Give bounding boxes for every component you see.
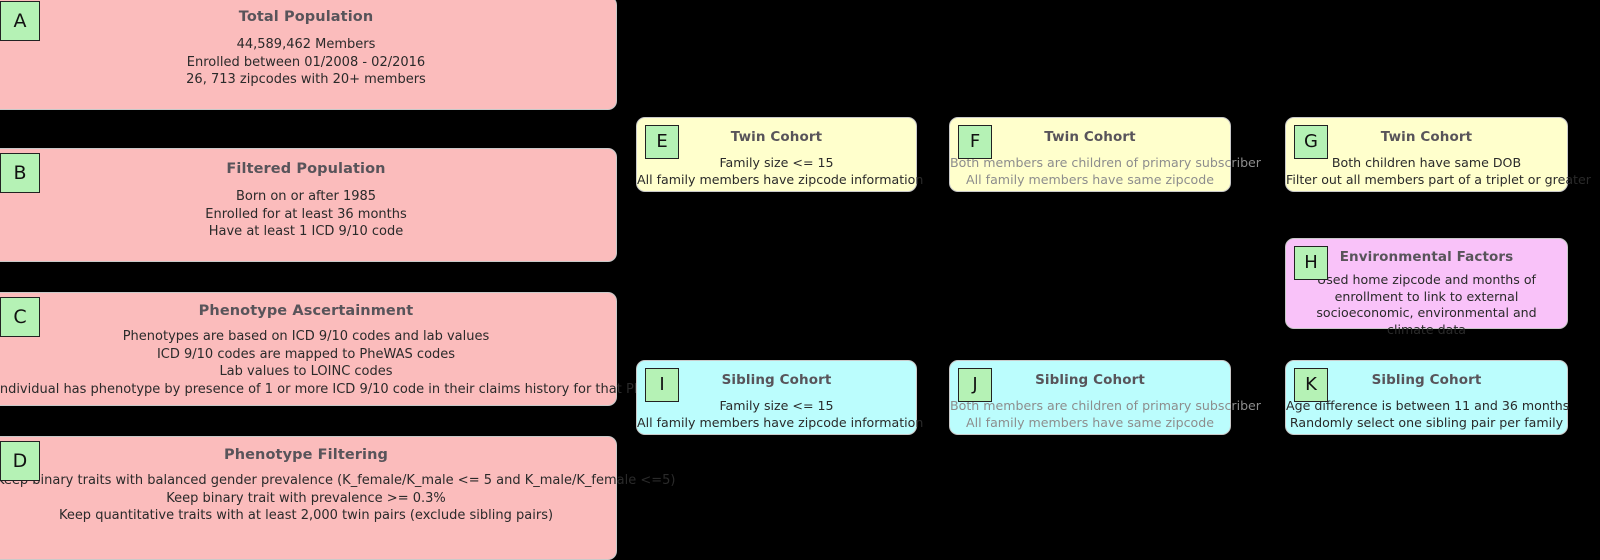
- panel-badge-k: K: [1294, 368, 1328, 402]
- panel-badge-j: J: [958, 368, 992, 402]
- panel-e-twin-cohort: E Twin Cohort Family size <= 15 All fami…: [636, 117, 924, 192]
- panel-a-line-3: 26, 713 zipcodes with 20+ members: [186, 72, 426, 87]
- panel-title-b: Filtered Population: [226, 161, 386, 177]
- panel-g-twin-cohort: G Twin Cohort Both children have same DO…: [1285, 117, 1591, 192]
- panel-body-j: Both members are children of primary sub…: [950, 398, 1261, 431]
- panel-c-line-2: ICD 9/10 codes are mapped to PheWAS code…: [156, 346, 456, 362]
- panel-title-j: Sibling Cohort: [1035, 372, 1145, 388]
- panel-k-sibling-cohort: K Sibling Cohort Age difference is betwe…: [1285, 360, 1570, 435]
- panel-e-line-1: Family size <= 15: [719, 155, 834, 170]
- panel-body-b: Born on or after 1985 Enrolled for at le…: [0, 188, 616, 241]
- panel-b-line-3: Have at least 1 ICD 9/10 code: [208, 224, 404, 239]
- panel-d-phenotype-filtering: D Phenotype Filtering Keep binary traits…: [0, 436, 676, 560]
- panel-body-e: Family size <= 15 All family members hav…: [637, 155, 924, 188]
- panel-f-line-2: All family members have same zipcode: [966, 171, 1214, 187]
- panel-c-line-4: Individual has phenotype by presence of …: [0, 381, 715, 397]
- panel-badge-h: H: [1294, 246, 1328, 280]
- panel-k-line-1: Age difference is between 11 and 36 mont…: [1286, 398, 1570, 413]
- panel-body-c: Phenotypes are based on ICD 9/10 codes a…: [0, 328, 715, 398]
- panel-i-line-1: Family size <= 15: [719, 398, 834, 413]
- panel-body-k: Age difference is between 11 and 36 mont…: [1286, 398, 1570, 431]
- panel-b-line-1: Born on or after 1985: [235, 189, 377, 204]
- panel-c-line-3: Lab values to LOINC codes: [219, 364, 393, 379]
- panel-g-line-2: Filter out all members part of a triplet…: [1286, 171, 1591, 187]
- panel-i-sibling-cohort: I Sibling Cohort Family size <= 15 All f…: [636, 360, 924, 435]
- panel-body-a: 44,589,462 Members Enrolled between 01/2…: [0, 36, 616, 89]
- panel-d-line-1: Keep binary traits with balanced gender …: [0, 473, 676, 488]
- panel-i-line-2: All family members have zipcode informat…: [637, 414, 924, 430]
- panel-c-phenotype-ascertainment: C Phenotype Ascertainment Phenotypes are…: [0, 292, 715, 406]
- panel-title-h: Environmental Factors: [1339, 249, 1514, 265]
- panel-badge-f: F: [958, 125, 992, 159]
- panel-c-line-1: Phenotypes are based on ICD 9/10 codes a…: [122, 329, 490, 344]
- panel-a-line-1: 44,589,462 Members: [236, 37, 376, 52]
- panel-b-filtered-population: B Filtered Population Born on or after 1…: [0, 148, 617, 262]
- panel-e-line-2: All family members have zipcode informat…: [637, 171, 924, 187]
- panel-badge-c: C: [0, 297, 40, 337]
- panel-h-environmental-factors: H Environmental Factors Used home zipcod…: [1285, 238, 1568, 337]
- panel-body-i: Family size <= 15 All family members hav…: [637, 398, 924, 431]
- panel-title-i: Sibling Cohort: [721, 372, 832, 388]
- panel-body-d: Keep binary traits with balanced gender …: [0, 472, 676, 525]
- panel-badge-e: E: [645, 125, 679, 159]
- panel-title-e: Twin Cohort: [730, 129, 823, 145]
- panel-badge-a: A: [0, 1, 40, 41]
- panel-title-k: Sibling Cohort: [1371, 372, 1482, 388]
- panel-f-line-1: Both members are children of primary sub…: [950, 155, 1261, 170]
- panel-title-f: Twin Cohort: [1044, 129, 1136, 145]
- panel-body-f: Both members are children of primary sub…: [950, 155, 1261, 188]
- panel-body-h: Used home zipcode and months of enrollme…: [1286, 272, 1567, 338]
- panel-j-line-2: All family members have same zipcode: [966, 414, 1214, 430]
- panel-title-d: Phenotype Filtering: [223, 447, 389, 463]
- panel-d-line-3: Keep quantitative traits with at least 2…: [58, 508, 554, 523]
- panel-title-g: Twin Cohort: [1380, 129, 1473, 145]
- panel-badge-g: G: [1294, 125, 1328, 159]
- panel-title-c: Phenotype Ascertainment: [198, 303, 414, 319]
- panel-a-line-2: Enrolled between 01/2008 - 02/2016: [186, 54, 426, 70]
- panel-badge-d: D: [0, 441, 40, 481]
- panel-d-line-2: Keep binary trait with prevalence >= 0.3…: [166, 490, 446, 506]
- panel-badge-b: B: [0, 153, 40, 193]
- panel-title-a: Total Population: [238, 9, 374, 25]
- panel-a-total-population: A Total Population 44,589,462 Members En…: [0, 0, 617, 110]
- panel-f-twin-cohort: F Twin Cohort Both members are children …: [949, 117, 1261, 192]
- panel-j-line-1: Both members are children of primary sub…: [950, 398, 1261, 413]
- panel-h-line-1: Used home zipcode and months of enrollme…: [1316, 272, 1537, 337]
- panel-g-line-1: Both children have same DOB: [1331, 155, 1522, 170]
- panel-j-sibling-cohort: J Sibling Cohort Both members are childr…: [949, 360, 1261, 435]
- panel-k-line-2: Randomly select one sibling pair per fam…: [1289, 414, 1564, 430]
- panel-body-g: Both children have same DOB Filter out a…: [1286, 155, 1591, 188]
- panel-badge-i: I: [645, 368, 679, 402]
- panel-b-line-2: Enrolled for at least 36 months: [205, 206, 407, 222]
